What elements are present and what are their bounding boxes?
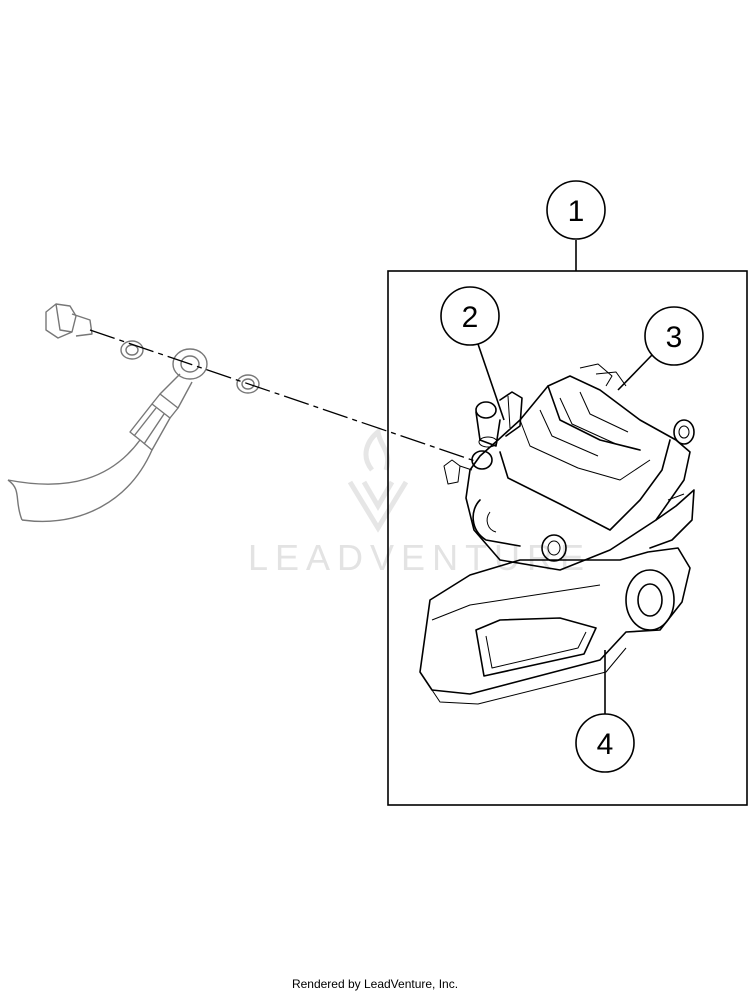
caliper-inlet-washer (443, 450, 493, 485)
alignment-line (89, 329, 479, 463)
banjo-bolt (45, 303, 93, 339)
bleeder-valve (475, 391, 523, 448)
banjo-fitting (172, 348, 208, 380)
callout-1-label: 1 (568, 195, 585, 228)
callout-4: 4 (575, 650, 635, 773)
callout-4-label: 4 (597, 728, 614, 761)
footer-credit: Rendered by LeadVenture, Inc. (291, 977, 459, 991)
assembly-frame (387, 270, 748, 806)
callout-3-label: 3 (666, 321, 683, 354)
callout-2: 2 (440, 286, 505, 421)
callout-2-leader (477, 343, 505, 421)
callout-3: 3 (617, 306, 704, 391)
sealing-washer-1 (120, 340, 144, 360)
callout-3-leader (617, 354, 653, 391)
brake-hose (7, 373, 193, 522)
caliper-bracket (419, 547, 691, 705)
watermark: LEADVENTURE (248, 427, 591, 578)
callout-1: 1 (546, 180, 606, 240)
callout-2-label: 2 (462, 301, 479, 334)
caliper-body (465, 363, 695, 571)
sealing-washer-2 (236, 374, 260, 394)
watermark-logo-icon (347, 427, 409, 533)
watermark-text: LEADVENTURE (248, 537, 591, 578)
